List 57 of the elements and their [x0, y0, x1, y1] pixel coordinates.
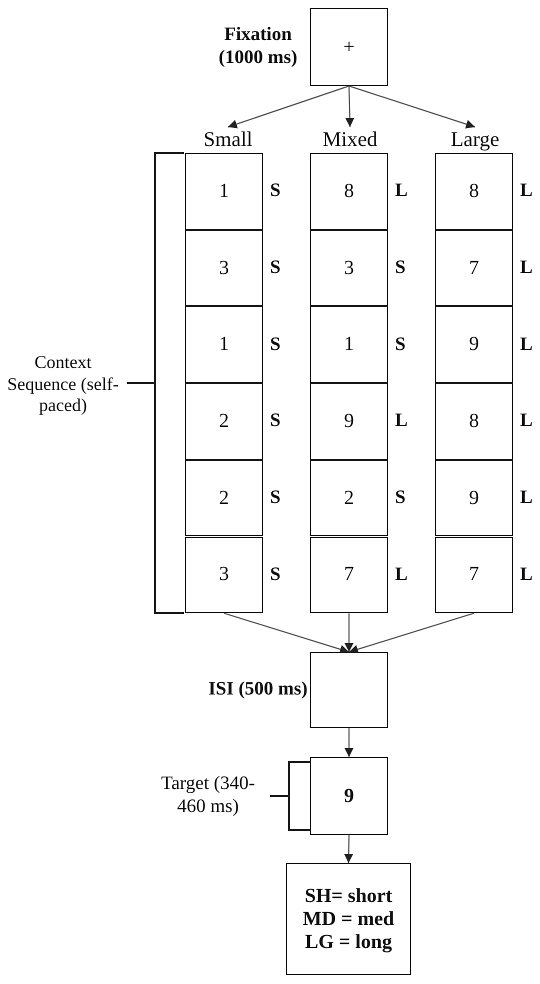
- size-tag: S: [270, 334, 281, 356]
- box-text: 1: [344, 333, 354, 356]
- arrow: [228, 85, 350, 128]
- box-heading: ISI (500 ms): [208, 678, 309, 702]
- size-tag: S: [395, 334, 406, 356]
- box-text: 8: [469, 180, 479, 203]
- arrow: [224, 612, 350, 654]
- size-tag: S: [270, 257, 281, 280]
- size-tag: S: [270, 410, 281, 432]
- size-tag: L: [520, 487, 533, 510]
- size-tag: S: [395, 257, 406, 280]
- stimulus-box: [286, 863, 411, 975]
- size-tag: S: [270, 487, 281, 510]
- size-tag: L: [395, 564, 408, 586]
- box-text: 9: [344, 784, 354, 808]
- box-text: 7: [469, 563, 479, 586]
- box-text: SH= short: [304, 884, 392, 908]
- condition-label: Large: [435, 127, 515, 152]
- size-tag: L: [520, 410, 533, 432]
- box-text: 1: [219, 180, 229, 203]
- box-text: 8: [469, 410, 479, 433]
- size-tag: L: [520, 334, 533, 356]
- arrow: [344, 834, 354, 864]
- box-text: 7: [469, 256, 479, 280]
- box-text: 8: [344, 180, 354, 203]
- box-text: 9: [344, 410, 354, 433]
- box-text: LG = long: [305, 930, 392, 954]
- size-tag: L: [395, 180, 408, 202]
- box-text: 2: [344, 486, 354, 510]
- box-text: MD = med: [302, 908, 394, 930]
- box-text: 2: [219, 486, 229, 510]
- box-heading: Fixation (1000 ms): [218, 24, 298, 70]
- arrow: [348, 85, 476, 128]
- box-text: 1: [219, 333, 229, 356]
- box-text: 2: [219, 410, 229, 433]
- box-text: 3: [344, 256, 354, 280]
- size-tag: L: [520, 257, 533, 280]
- size-tag: S: [270, 564, 281, 586]
- phase-label: Target (340-460 ms): [160, 773, 256, 819]
- condition-label: Mixed: [310, 127, 390, 152]
- arrow: [344, 728, 354, 757]
- box-text: 7: [344, 563, 354, 586]
- size-tag: L: [520, 564, 533, 586]
- condition-label: Small: [188, 127, 268, 152]
- box-text: 9: [469, 486, 479, 510]
- size-tag: S: [395, 487, 406, 510]
- arrow: [345, 86, 354, 128]
- phase-label: Context Sequence (self-paced): [6, 352, 120, 417]
- box-text: 3: [219, 563, 229, 586]
- box-text: 3: [219, 256, 229, 280]
- size-tag: S: [270, 180, 281, 202]
- box-text: 9: [469, 333, 479, 356]
- size-tag: L: [520, 180, 533, 202]
- arrow: [344, 613, 354, 652]
- size-tag: L: [395, 410, 408, 432]
- arrow: [348, 612, 474, 654]
- box-text: +: [343, 36, 355, 58]
